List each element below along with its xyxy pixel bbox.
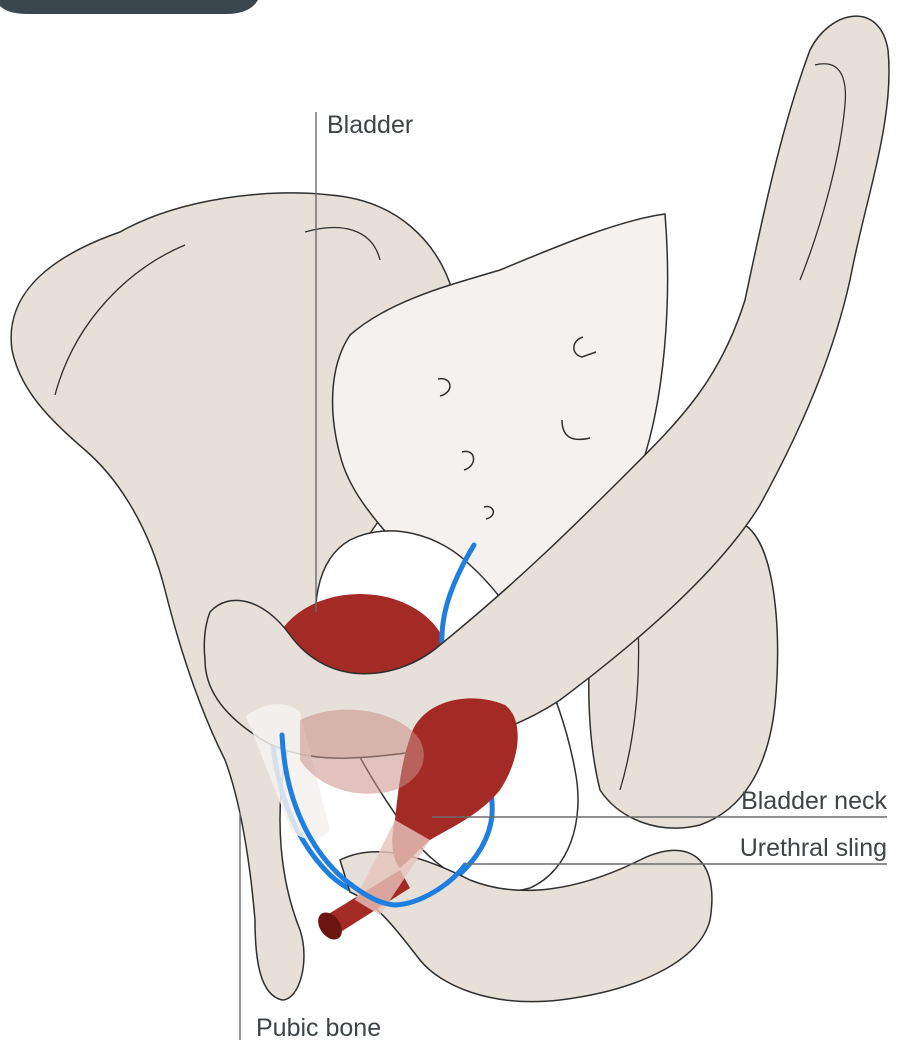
- header-tab: [0, 0, 258, 14]
- bladder-label: Bladder: [327, 113, 413, 138]
- bladder-neck-label: Bladder neck: [741, 789, 887, 814]
- pubic-bone-label: Pubic bone: [256, 1016, 381, 1041]
- urethral-sling-label: Urethral sling: [740, 836, 887, 861]
